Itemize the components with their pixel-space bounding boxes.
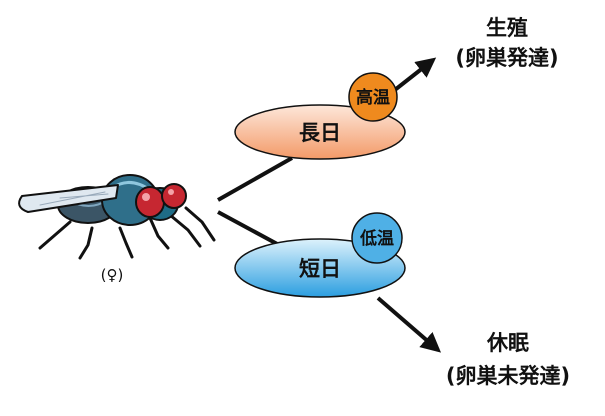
reproduction-subtitle: (卵巣発達) (455, 46, 558, 70)
arrow-to-diapause (376, 296, 442, 353)
fly-icon (18, 174, 216, 260)
diapause-title: 休眠 (486, 331, 529, 355)
reproduction-title: 生殖 (486, 16, 528, 40)
long-day-label: 長日 (299, 121, 341, 145)
low-temp-label: 低温 (359, 228, 394, 249)
diapause-subtitle: (卵巣未発達) (446, 364, 570, 388)
high-temp-circle (348, 72, 398, 122)
branch-line-upper (217, 156, 293, 202)
sex-label: (♀) (101, 266, 124, 284)
low-temp-circle (351, 212, 403, 264)
high-temp-label: 高温 (356, 87, 390, 108)
short-day-label: 短日 (299, 257, 341, 281)
